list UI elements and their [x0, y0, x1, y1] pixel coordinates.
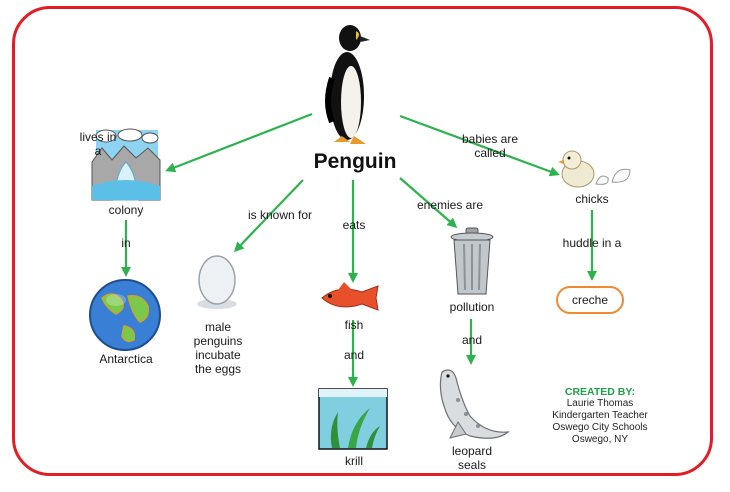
node-fish: fish	[334, 318, 374, 332]
link-eats: eats	[334, 218, 374, 232]
link-enemies-are: enemies are	[410, 198, 490, 212]
penguin-icon	[320, 22, 372, 150]
credits-line: Oswego City Schools	[540, 422, 660, 434]
seal-icon	[436, 366, 512, 442]
link-and-pollution: and	[452, 333, 492, 347]
node-antarctica: Antarctica	[88, 352, 164, 366]
trash-can-icon	[450, 228, 494, 296]
credits-line: Oswego, NY	[540, 434, 660, 446]
fish-icon	[318, 282, 392, 314]
node-leopard-seals: leopard seals	[444, 444, 500, 472]
chick-icon	[556, 148, 634, 190]
credits: CREATED BY: Laurie Thomas Kindergarten T…	[540, 386, 660, 446]
link-huddle-in-a: huddle in a	[550, 236, 634, 250]
link-and-fish: and	[334, 348, 374, 362]
credits-heading: CREATED BY:	[540, 386, 660, 398]
link-in: in	[106, 236, 146, 250]
arrow-lives-in	[168, 114, 312, 170]
link-is-known-for: is known for	[240, 208, 320, 222]
node-chicks: chicks	[566, 192, 618, 206]
globe-icon	[88, 278, 162, 352]
node-colony: colony	[96, 203, 156, 217]
node-eggs: male penguins incubate the eggs	[186, 320, 250, 376]
credits-line: Kindergarten Teacher	[540, 410, 660, 422]
node-krill: krill	[334, 454, 374, 468]
map-title: Penguin	[300, 150, 410, 174]
node-pollution: pollution	[440, 300, 504, 314]
link-lives-in: lives in a	[76, 130, 120, 158]
node-creche: creche	[556, 286, 624, 314]
link-babies-are-called: babies are called	[450, 132, 530, 160]
egg-icon	[194, 252, 240, 310]
credits-line: Laurie Thomas	[540, 398, 660, 410]
krill-icon	[318, 388, 388, 450]
